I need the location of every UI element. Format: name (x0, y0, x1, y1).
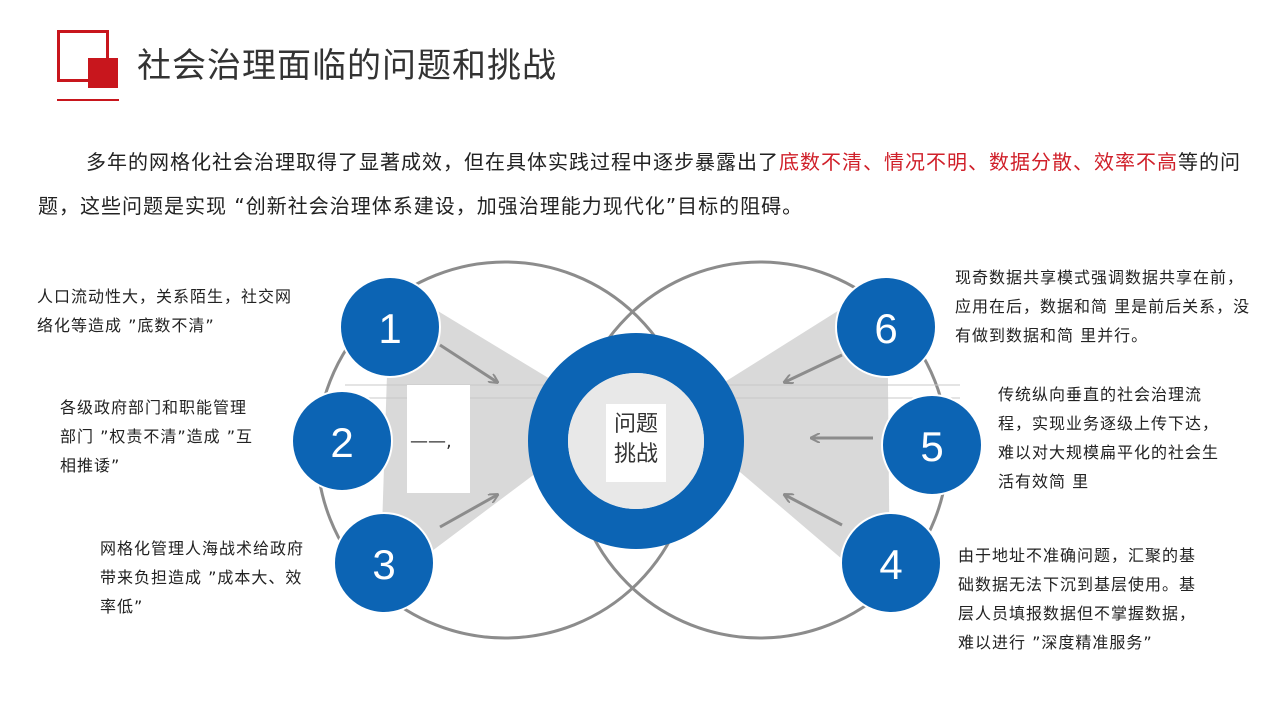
node-4: 4 (840, 512, 942, 614)
intro-highlight: 底数不清、情况不明、数据分散、效率不高 (779, 150, 1178, 174)
center-ring (528, 333, 744, 549)
logo-outline-square (57, 30, 109, 82)
note-3: 网格化管理人海战术给政府带来负担造成 ”成本大、效率低” (100, 539, 305, 616)
node-2: 2 (291, 390, 393, 492)
node-1-number: 1 (378, 305, 401, 352)
center-label: 问题 挑战 (601, 410, 671, 470)
page-title: 社会治理面临的问题和挑战 (137, 46, 557, 86)
note-4: 由于地址不准确问题，汇聚的基础数据无法下沉到基层使用。基层人员填报数据但不掌握数… (958, 546, 1197, 652)
note-2: 各级政府部门和职能管理部门 ”权责不清”造成 ”互相推诿” (60, 398, 254, 475)
node-2-number: 2 (330, 419, 353, 466)
node-3-number: 3 (372, 541, 395, 588)
title-underline (57, 99, 119, 101)
center-label-bg (606, 404, 666, 482)
center-label-line1: 问题 (613, 412, 658, 437)
stray-mark: ——, (410, 431, 452, 452)
node-3: 3 (333, 512, 435, 614)
white-patch (407, 385, 470, 493)
arrow-6 (785, 353, 843, 382)
node-5: 5 (881, 394, 983, 496)
note-5: 传统纵向垂直的社会治理流程，实现业务逐级上传下达，难以对大规模扁平化的社会生活有… (998, 385, 1220, 491)
intro-paragraph: 多年的网格化社会治理取得了显著成效，但在具体实践过程中逐步暴露出了底数不清、情况… (38, 140, 1248, 228)
center-label-line2: 挑战 (613, 442, 658, 467)
node-5-number: 5 (920, 423, 943, 470)
arrow-1 (439, 343, 497, 382)
node-1: 1 (339, 276, 441, 378)
intro-text-1: 多年的网格化社会治理取得了显著成效，但在具体实践过程中逐步暴露出了 (86, 150, 779, 174)
note-6: 现奇数据共享模式强调数据共享在前，应用在后，数据和简 里是前后关系，没有做到数据… (955, 268, 1251, 345)
intro-text-2: 等的问题，这些问题是实现 “创新社会治理体系建设，加强治理能力现代化”目标的阻碍… (38, 150, 1241, 218)
node-4-number: 4 (879, 541, 902, 588)
note-1: 人口流动性大，关系陌生，社交网络化等造成 ”底数不清” (37, 287, 293, 335)
logo-filled-square (88, 58, 118, 88)
arrow-4 (785, 495, 843, 527)
arrow-3 (439, 495, 497, 529)
node-6-number: 6 (874, 305, 897, 352)
node-6: 6 (835, 276, 937, 378)
